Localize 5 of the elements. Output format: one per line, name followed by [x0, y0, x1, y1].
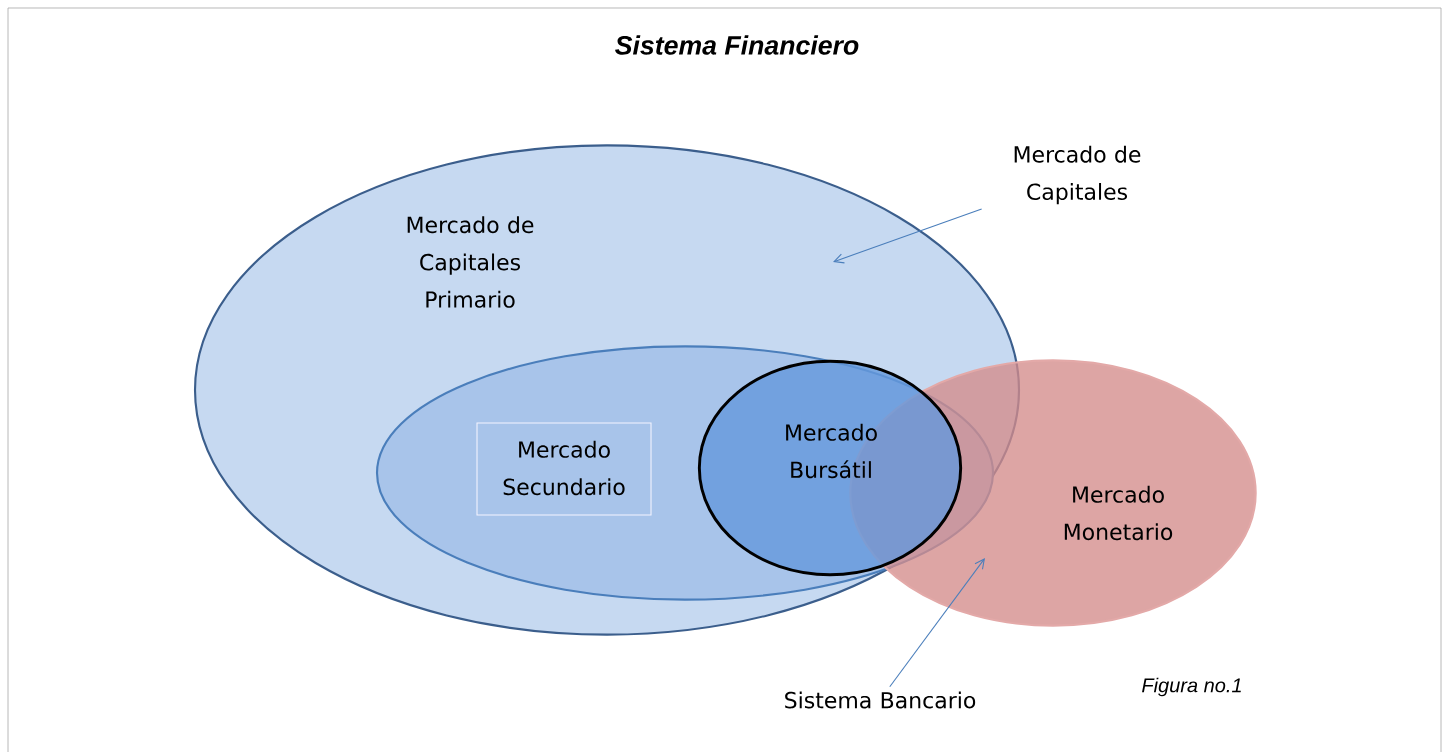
caption: Figura no.1: [1142, 677, 1241, 697]
callout-text: Sistema Bancario: [785, 691, 976, 709]
leader-arrow: [889, 558, 985, 688]
title: Sistema Financiero: [615, 35, 859, 55]
leader-arrow: [833, 208, 983, 264]
